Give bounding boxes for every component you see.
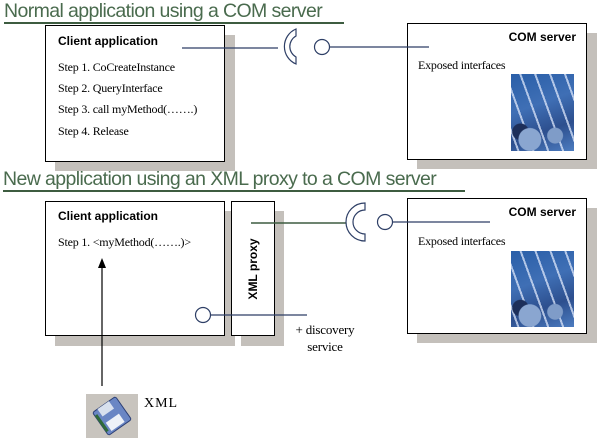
exposed-interfaces-label: Exposed interfaces [418, 58, 506, 72]
discovery-lollipop-icon [194, 306, 212, 324]
com-server-box: COM server Exposed interfaces [407, 23, 587, 160]
client-title: Client application [58, 34, 159, 48]
interface-lollipop-icon-2 [376, 213, 394, 231]
com-server-box-2: COM server Exposed interfaces [407, 198, 587, 334]
socket-icon [283, 28, 297, 65]
client-title-2: Client application [58, 209, 159, 223]
step-3: Step 3. call myMethod(…….) [58, 102, 198, 116]
client-application-box: Client application Step 1. CoCreateInsta… [45, 25, 225, 162]
floppy-disk-glyph [92, 396, 132, 436]
heading-new-application: New application using an XML proxy to a … [3, 168, 465, 192]
heading-normal-application: Normal application using a COM server [4, 0, 344, 24]
socket-icon-2 [345, 202, 366, 242]
discovery-line-2: service [307, 339, 343, 354]
gears-image [511, 74, 574, 151]
arrow-head-icon [98, 258, 106, 268]
discovery-service-label: + discovery service [285, 321, 365, 355]
com-server-title: COM server [508, 30, 576, 44]
step-4: Step 4. Release [58, 124, 129, 138]
client-application-box-2: Client application Step 1. <myMethod(…….… [45, 201, 225, 336]
gears-image-2 [511, 251, 574, 327]
xml-label: XML [144, 396, 179, 411]
exposed-interfaces-label-2: Exposed interfaces [418, 234, 506, 248]
step-1-xml: Step 1. <myMethod(…….)> [58, 235, 191, 249]
step-1: Step 1. CoCreateInstance [58, 60, 175, 74]
floppy-disk-icon [86, 394, 138, 438]
interface-lollipop-icon [313, 38, 331, 56]
com-server-title-2: COM server [508, 205, 576, 219]
step-2: Step 2. QueryInterface [58, 81, 163, 95]
discovery-line-1: + discovery [295, 322, 355, 337]
